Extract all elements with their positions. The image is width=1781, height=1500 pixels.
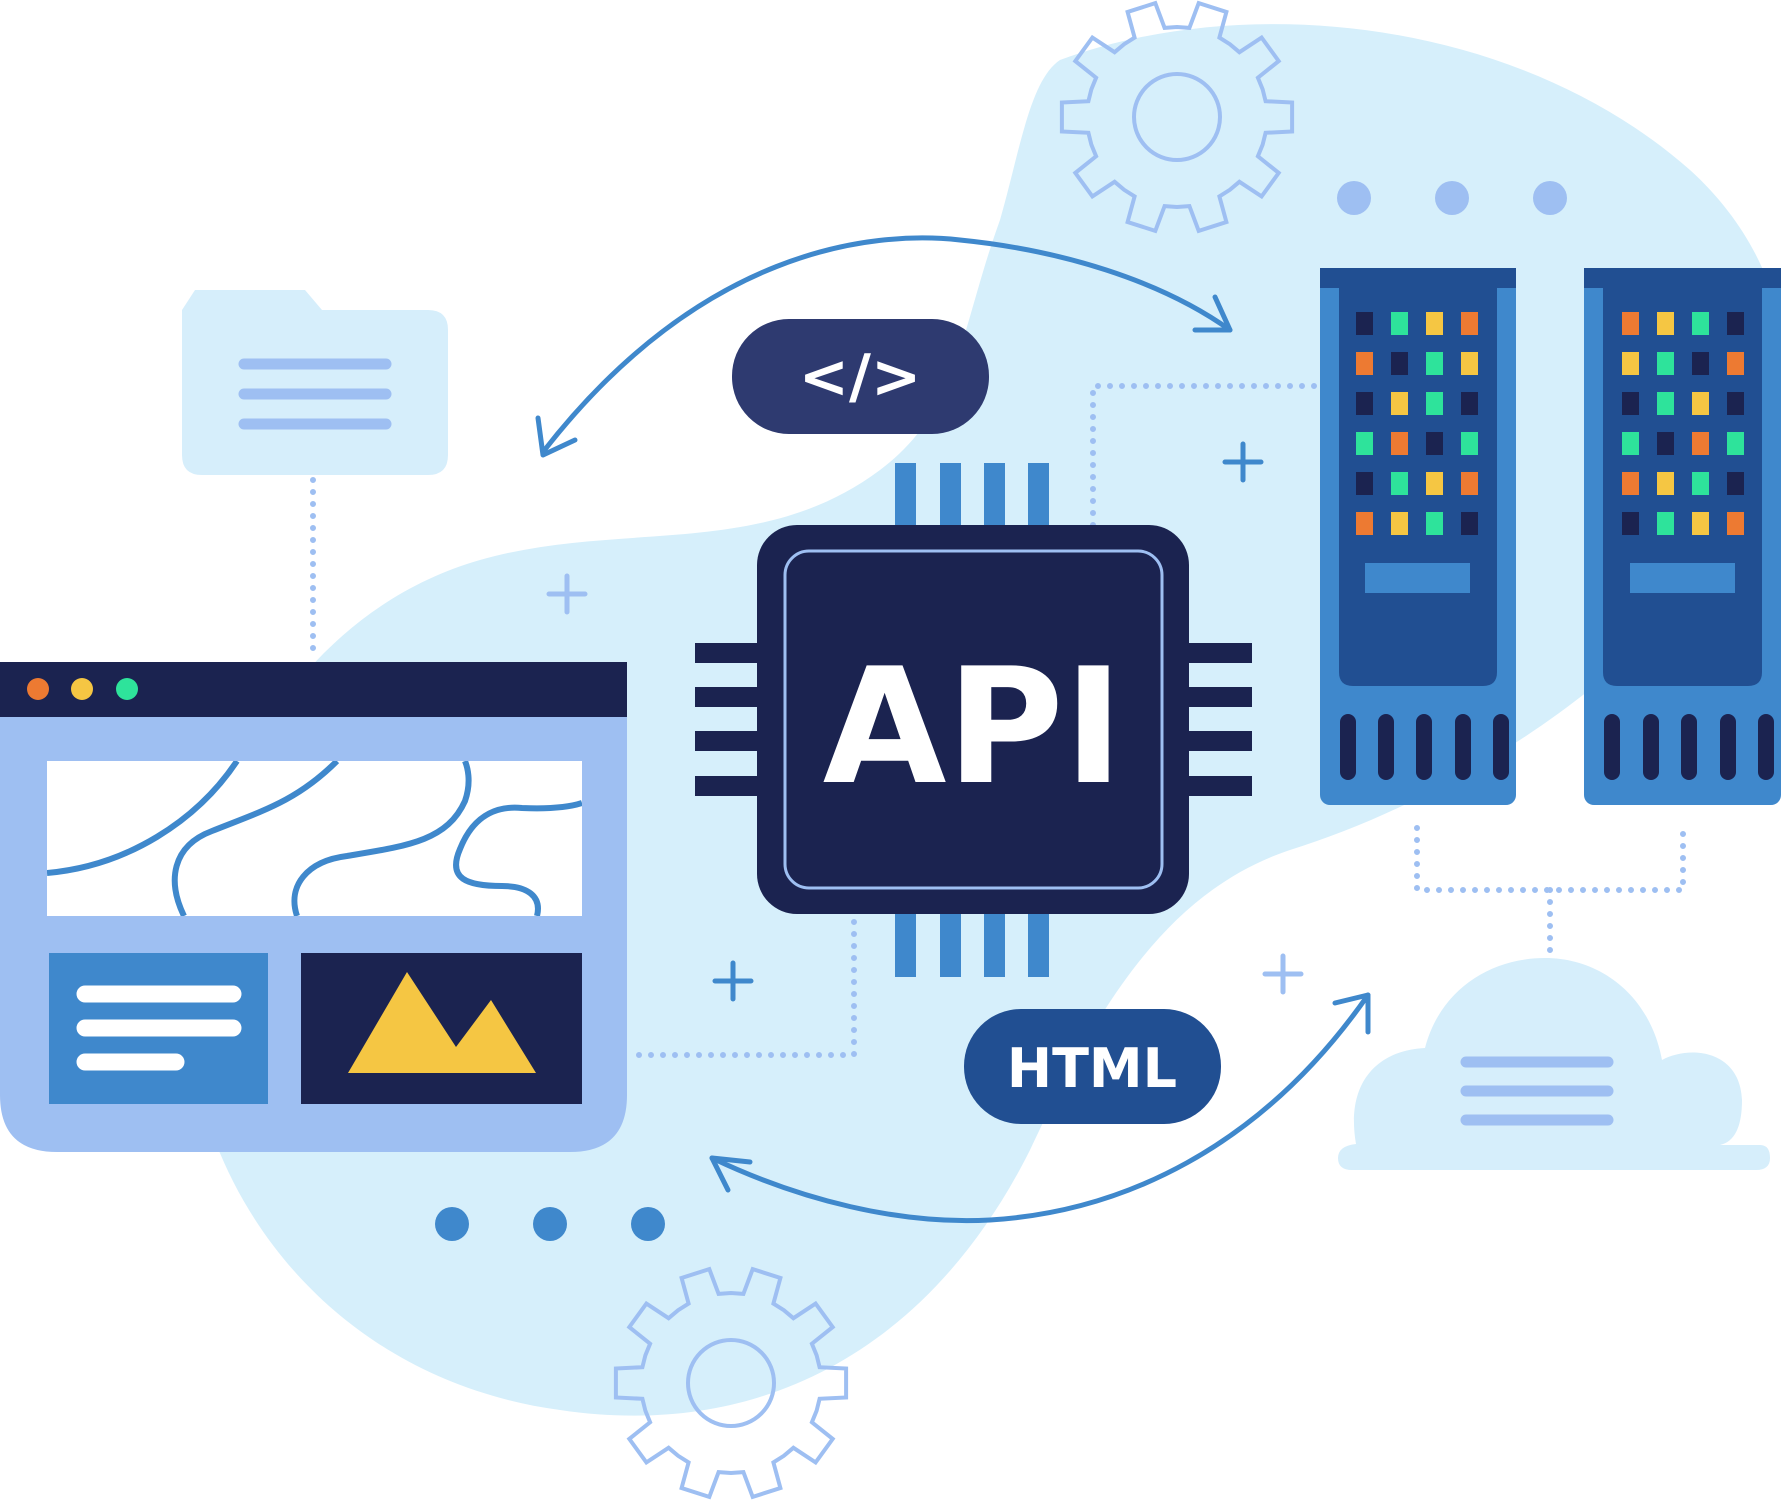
server-led	[1356, 352, 1373, 375]
server-led	[1391, 312, 1408, 335]
server-led	[1391, 472, 1408, 495]
server-led	[1391, 352, 1408, 375]
code-badge: </>	[732, 319, 989, 434]
server-led	[1622, 512, 1639, 535]
chip-side-pins	[695, 643, 1252, 796]
server-led	[1727, 432, 1744, 455]
server-led	[1727, 312, 1744, 335]
window-dot-green	[116, 678, 138, 700]
server-led	[1692, 512, 1709, 535]
server-rack-right	[1584, 268, 1781, 805]
server-led	[1727, 392, 1744, 415]
server-led	[1692, 392, 1709, 415]
server-led	[1426, 312, 1443, 335]
server-led	[1356, 432, 1373, 455]
server-led	[1426, 432, 1443, 455]
server-led	[1692, 352, 1709, 375]
code-icon: </>	[799, 342, 921, 412]
api-label: API	[823, 633, 1124, 820]
server-led	[1391, 512, 1408, 535]
server-led	[1461, 312, 1478, 335]
plus-icon	[1222, 441, 1264, 483]
server-led	[1461, 512, 1478, 535]
server-led	[1657, 392, 1674, 415]
mountain-icon	[348, 972, 536, 1073]
dots-top-right	[1337, 181, 1567, 215]
server-led	[1622, 352, 1639, 375]
server-led	[1426, 352, 1443, 375]
plus-icon	[546, 573, 588, 615]
plus-icon	[1262, 953, 1304, 995]
arrow-top	[535, 235, 1233, 458]
server-led	[1692, 472, 1709, 495]
server-led	[1727, 472, 1744, 495]
folder-icon	[182, 290, 448, 475]
server-led	[1356, 312, 1373, 335]
gear-icon-top	[1059, 0, 1295, 234]
chip-pins	[895, 463, 1049, 977]
map-image	[47, 761, 582, 916]
server-led	[1692, 432, 1709, 455]
server-led	[1461, 352, 1478, 375]
dots-bottom	[435, 1207, 665, 1241]
window-dot-yellow	[71, 678, 93, 700]
server-led	[1391, 392, 1408, 415]
server-led	[1727, 512, 1744, 535]
server-led	[1657, 432, 1674, 455]
server-led	[1426, 392, 1443, 415]
server-led	[1622, 472, 1639, 495]
server-led	[1622, 312, 1639, 335]
server-led	[1426, 472, 1443, 495]
server-led	[1657, 472, 1674, 495]
cloud-icon	[1338, 958, 1770, 1170]
server-led	[1657, 512, 1674, 535]
server-led	[1461, 472, 1478, 495]
server-led	[1622, 432, 1639, 455]
server-led	[1426, 512, 1443, 535]
server-led	[1657, 352, 1674, 375]
server-rack-left	[1320, 268, 1516, 805]
api-chip: API	[757, 525, 1189, 914]
server-led	[1692, 312, 1709, 335]
server-led	[1727, 352, 1744, 375]
browser-titlebar	[0, 662, 627, 717]
dotted-connectors	[310, 383, 1686, 1058]
html-badge: HTML	[964, 1009, 1221, 1124]
server-led	[1461, 392, 1478, 415]
server-led	[1657, 312, 1674, 335]
html-label: HTML	[1007, 1037, 1177, 1100]
server-led	[1622, 392, 1639, 415]
gear-icon-bottom	[613, 1266, 849, 1500]
server-led	[1356, 472, 1373, 495]
server-led	[1356, 392, 1373, 415]
window-dot-orange	[27, 678, 49, 700]
server-led	[1391, 432, 1408, 455]
plus-icon	[712, 960, 754, 1002]
arrow-bottom	[709, 992, 1371, 1224]
server-led	[1356, 512, 1373, 535]
server-led	[1461, 432, 1478, 455]
browser-window	[0, 662, 627, 1152]
